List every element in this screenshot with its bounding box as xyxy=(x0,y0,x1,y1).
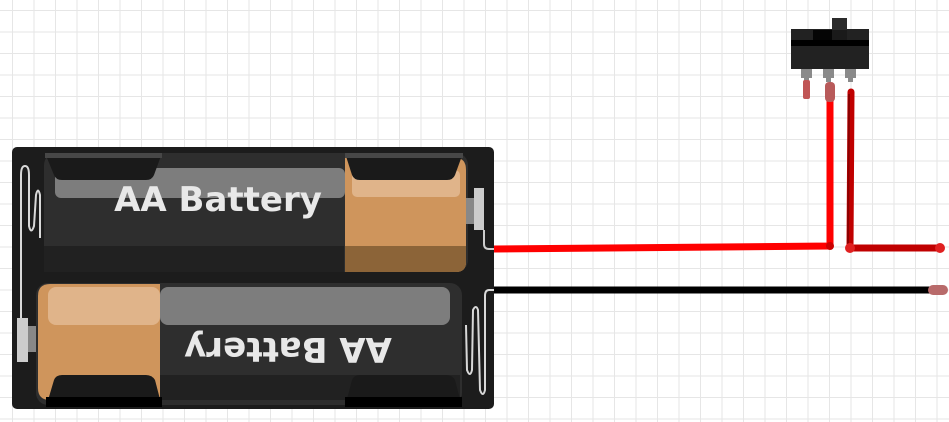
wire-end-cap xyxy=(825,82,835,102)
battery-bottom-label: AA Battery xyxy=(184,329,392,369)
battery-bottom[interactable]: AA Battery xyxy=(36,283,462,407)
red-wire-switch-to-output[interactable] xyxy=(846,88,944,252)
battery-top-label: AA Battery xyxy=(114,180,322,220)
wire-end-cap[interactable] xyxy=(928,285,948,295)
switch-pin-lead xyxy=(803,80,810,99)
battery-holder[interactable]: AA Battery AA Battery xyxy=(12,147,494,409)
switch-pin-middle[interactable] xyxy=(823,68,834,78)
terminal-contact-right xyxy=(466,188,494,250)
wire-bend-point[interactable] xyxy=(826,242,834,250)
switch-pin-left[interactable] xyxy=(801,68,812,78)
switch-pin-right[interactable] xyxy=(845,68,856,78)
battery-top[interactable]: AA Battery xyxy=(44,153,468,272)
spring-contact-right xyxy=(465,289,494,395)
wire-end-point[interactable] xyxy=(935,243,945,253)
red-wire-battery-to-switch[interactable] xyxy=(493,92,834,253)
wires xyxy=(493,82,948,295)
slide-switch[interactable] xyxy=(791,18,869,99)
wire-bend-point[interactable] xyxy=(845,243,855,253)
spring-contact-left xyxy=(17,164,41,362)
